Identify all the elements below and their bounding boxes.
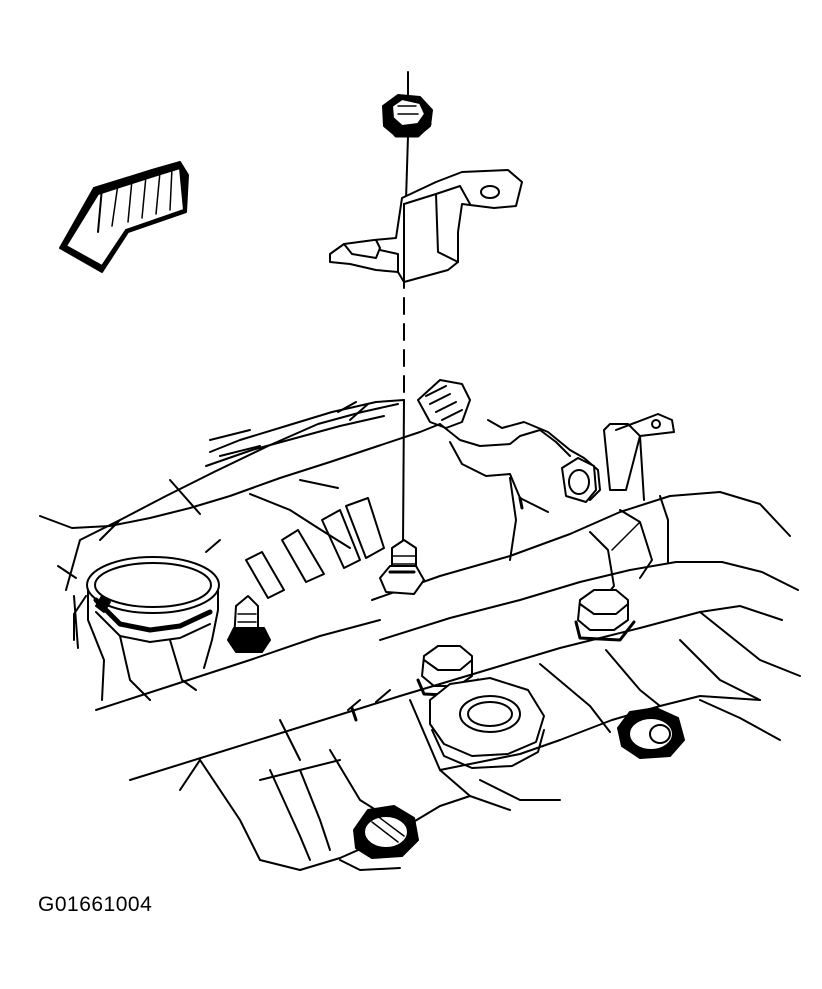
valve-port-right xyxy=(618,708,684,758)
front-direction-arrow-icon xyxy=(60,162,188,272)
intake-port xyxy=(430,678,544,768)
valve-cover xyxy=(260,700,780,870)
valve-port-left xyxy=(354,806,418,858)
intake-manifold xyxy=(40,400,674,590)
injector-studs xyxy=(228,540,424,652)
intake-body-lower xyxy=(96,606,800,870)
manifold-bolt-right xyxy=(576,590,634,640)
retaining-nut xyxy=(383,72,432,136)
mounting-bracket xyxy=(330,170,522,282)
figure-code-label: G01661004 xyxy=(38,893,153,916)
manifold-fins xyxy=(246,498,384,598)
throttle-body-ring xyxy=(58,540,220,700)
electrical-connector xyxy=(418,380,470,428)
